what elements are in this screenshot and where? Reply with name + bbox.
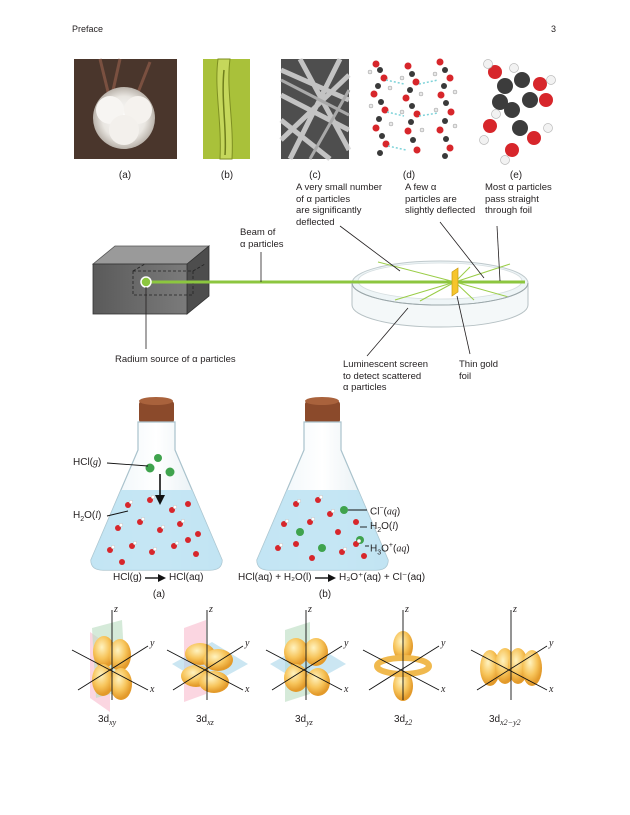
flask-caption-b: (b) [318, 589, 332, 600]
rutherford-diagram [91, 221, 529, 357]
axis-y-1: y [150, 638, 155, 649]
gold-foil [451, 267, 459, 297]
flask-b [256, 397, 389, 571]
axis-y-5: y [549, 638, 554, 649]
axis-x-1: x [150, 684, 155, 695]
caption-a: (a) [118, 170, 132, 181]
label-water-right: H2O(l) [370, 521, 399, 534]
label-radium: Radium source of α particles [115, 354, 236, 365]
orbital-dxz [166, 610, 248, 702]
axis-z-4: z [405, 604, 409, 615]
label-few-deflected: A few α particles are slightly deflected [405, 182, 476, 216]
label-chloride: Cl−(aq) [370, 505, 401, 518]
caption-c: (c) [309, 170, 321, 181]
axis-z-1: z [114, 604, 118, 615]
axis-x-5: x [549, 684, 554, 695]
label-hcl-gas: HCl(g) [73, 457, 102, 468]
solution-a [91, 490, 222, 570]
equation-a-right: HCl(aq) [169, 572, 204, 583]
page-number: 3 [551, 24, 557, 34]
orbital-label-dyz: 3dyz [295, 714, 313, 727]
axis-z-2: z [209, 604, 213, 615]
caption-e: (e) [509, 170, 523, 181]
axis-y-3: y [344, 638, 349, 649]
orbital-dyz [265, 610, 346, 702]
equation-b-right: H₃O⁺(aq) + Cl⁻(aq) [339, 572, 426, 583]
solution-b [257, 490, 388, 570]
orbital-label-dz2: 3dz2 [394, 714, 413, 727]
photo-e-molecule [479, 59, 556, 165]
source-box-front [92, 263, 188, 315]
photo-d-cellulose [367, 58, 458, 159]
equation-a-left: HCl(g) [113, 572, 142, 583]
flask-caption-a: (a) [152, 589, 166, 600]
caption-b: (b) [220, 170, 234, 181]
axis-x-4: x [441, 684, 446, 695]
axis-x-3: x [344, 684, 349, 695]
label-gold-foil: Thin gold foil [459, 359, 499, 382]
caption-d: (d) [402, 170, 416, 181]
radium-source [140, 276, 152, 288]
label-small-number: A very small number of α particles are s… [296, 182, 383, 228]
cork-a [139, 401, 174, 423]
label-most-pass: Most α particles pass straight through f… [485, 182, 552, 216]
equation-arrows [145, 574, 336, 582]
equation-b-left: HCl(aq) + H₂O(l) [238, 572, 312, 583]
axis-z-5: z [513, 604, 517, 615]
label-screen: Luminescent screen to detect scattered α… [343, 359, 429, 393]
photo-b-fiber [203, 58, 250, 160]
orbital-dxy [71, 610, 149, 712]
cork-b [305, 401, 340, 423]
orbital-label-dxz: 3dxz [196, 714, 214, 727]
axis-x-2: x [245, 684, 250, 695]
orbital-label-dx2y2: 3dx2−y2 [489, 714, 521, 727]
orbital-dz2 [362, 610, 440, 701]
photo-a-cotton [74, 58, 177, 159]
flask-a [90, 397, 223, 571]
axis-y-2: y [245, 638, 250, 649]
orbital-label-dxy: 3dxy [98, 714, 117, 727]
label-beam: Beam of α particles [240, 227, 284, 250]
axis-z-3: z [308, 604, 312, 615]
running-header: Preface [72, 24, 104, 34]
orbital-dx2y2 [470, 610, 548, 700]
axis-y-4: y [441, 638, 446, 649]
label-hydronium: H3O+(aq) [370, 542, 410, 557]
photo-c-sem [279, 57, 352, 161]
label-water-left: H2O(l) [73, 510, 102, 523]
